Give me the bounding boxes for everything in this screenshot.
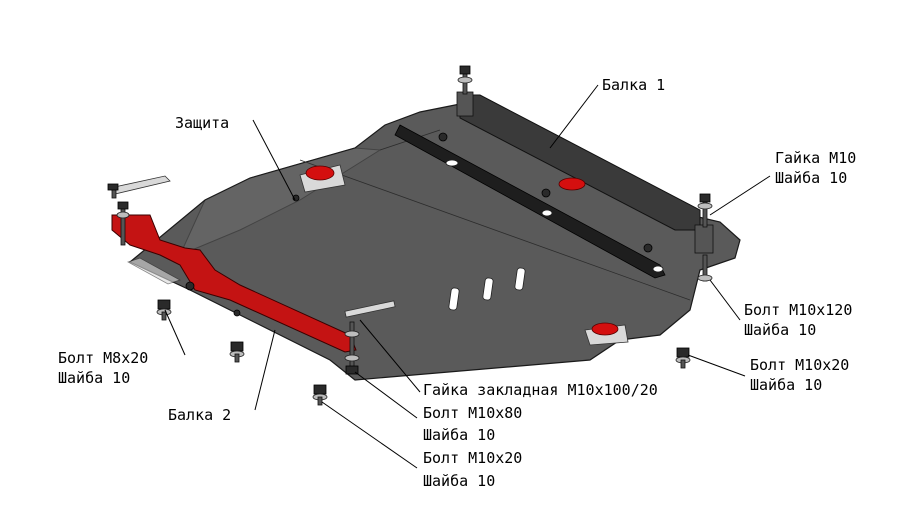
beam-2 (109, 175, 357, 353)
label-bolt-m10x120: Болт М10х120 (744, 301, 852, 319)
label-shayba-m10x80: Шайба 10 (423, 426, 495, 444)
label-shayba-top-right: Шайба 10 (775, 169, 847, 187)
loose-bolt-1 (156, 299, 172, 321)
red-pads (299, 164, 629, 346)
label-shayba-m10x20-right: Шайба 10 (750, 376, 822, 394)
label-bolt-m10x20-bottom: Болт М10х20 (423, 449, 522, 467)
bracket-left (109, 175, 171, 195)
loose-bolt-4 (675, 347, 691, 369)
label-bolt-m10x20-right: Болт М10х20 (750, 356, 849, 374)
loose-bolt-2 (229, 341, 245, 363)
label-gayka-m10: Гайка М10 (775, 149, 856, 167)
plate-slots (445, 159, 664, 311)
label-bolt-m8x20: Болт М8х20 (58, 349, 148, 367)
loose-bolt-3 (312, 384, 328, 406)
label-gayka-zakladnaya: Гайка закладная М10х100/20 (423, 381, 658, 399)
label-shayba-m10x120: Шайба 10 (744, 321, 816, 339)
fasteners (107, 65, 714, 406)
label-zashchita: Защита (175, 114, 229, 132)
label-balka2: Балка 2 (168, 406, 231, 424)
label-shayba-m8x20: Шайба 10 (58, 369, 130, 387)
leader-lines (164, 84, 771, 469)
label-balka1: Балка 1 (602, 76, 665, 94)
label-bolt-m10x80: Болт М10х80 (423, 404, 522, 422)
beam-1 (394, 94, 701, 279)
text-labels: Защита Балка 1 Гайка М10 Шайба 10 Болт М… (58, 76, 856, 490)
label-shayba-m10x20-bottom: Шайба 10 (423, 472, 495, 490)
protection-plate (128, 99, 741, 381)
